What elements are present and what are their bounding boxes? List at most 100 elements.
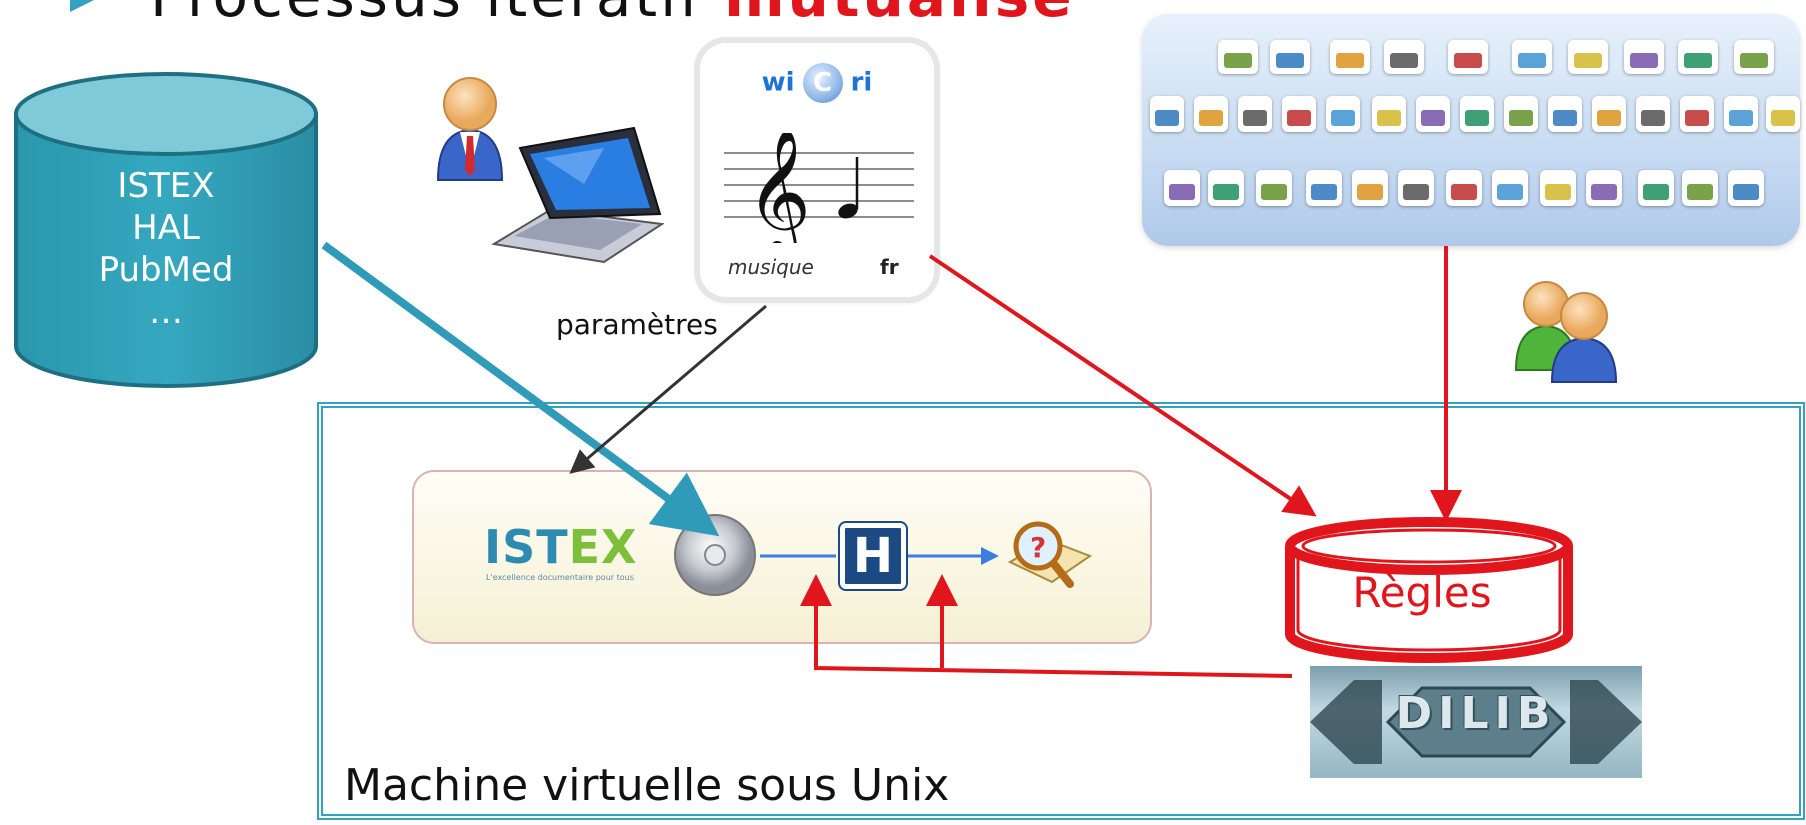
wicri-portal-tile-image — [1740, 52, 1768, 68]
hospital-h-icon: H — [840, 523, 906, 589]
wicri-portal-tile — [1734, 40, 1774, 74]
wicri-portal-tile-image — [1733, 183, 1759, 200]
wicri-portal-tile-image — [1509, 109, 1533, 126]
wicri-card-lang: fr — [880, 255, 899, 279]
wicri-portal-tile — [1306, 170, 1342, 206]
wicri-brand-right: ri — [850, 67, 873, 98]
wicri-portal-tile — [1460, 96, 1494, 132]
wicri-portal-tile-image — [1643, 183, 1669, 200]
wicri-portal-tile-image — [1276, 52, 1304, 68]
wicri-portal-tile-image — [1553, 109, 1577, 126]
wicri-portal-tile — [1548, 96, 1582, 132]
wicri-portal-tile-image — [1518, 52, 1546, 68]
wicri-portal-tile — [1270, 40, 1310, 74]
svg-text:?: ? — [1030, 531, 1046, 564]
wicri-portal-tile — [1256, 170, 1292, 206]
wicri-portal-tile-image — [1377, 109, 1401, 126]
parameters-label: paramètres — [556, 308, 718, 341]
wicri-portal-tile-image — [1421, 109, 1445, 126]
wicri-portal-tile-image — [1497, 183, 1523, 200]
virtual-machine-label: Machine virtuelle sous Unix — [344, 760, 950, 811]
wicri-portal-tile — [1150, 96, 1184, 132]
wicri-portal-tile-image — [1454, 52, 1482, 68]
wicri-portal-tile — [1282, 96, 1316, 132]
wicri-portal-tile-image — [1451, 183, 1477, 200]
wicri-portal-tile — [1678, 40, 1718, 74]
database-line-hal: HAL — [132, 208, 200, 248]
wicri-portal-tile-image — [1287, 109, 1311, 126]
dilib-label: DILIB — [1395, 688, 1557, 739]
wicri-portal-tile — [1624, 40, 1664, 74]
wicri-portal-tile — [1326, 96, 1360, 132]
wicri-portal-tile — [1638, 170, 1674, 206]
wicri-portal-tile-image — [1591, 183, 1617, 200]
wicri-portal-tile-image — [1465, 109, 1489, 126]
wicri-portal-tile — [1492, 170, 1528, 206]
wicri-portal-tile — [1568, 40, 1608, 74]
users-icon — [1512, 274, 1632, 388]
wicri-portal-tile-image — [1331, 109, 1355, 126]
wicri-portal-tile-image — [1729, 109, 1753, 126]
wicri-portal-tile — [1636, 96, 1670, 132]
istex-logo-part1: IST — [484, 520, 569, 574]
source-database: ISTEX HAL PubMed … — [10, 70, 322, 390]
user-icon — [430, 72, 510, 186]
wicri-portal-tile — [1504, 96, 1538, 132]
wicri-portal-tile — [1398, 170, 1434, 206]
wicri-portal-tile-image — [1545, 183, 1571, 200]
wicri-portal-tile — [1194, 96, 1228, 132]
istex-tagline: L'excellence documentaire pour tous — [486, 573, 634, 582]
wicri-portal-tile-image — [1199, 109, 1223, 126]
wicri-portal-tile-image — [1261, 183, 1287, 200]
wicri-portal-tile — [1586, 170, 1622, 206]
wicri-portal-tile — [1448, 40, 1488, 74]
page-title: Processus itératif mutualisé — [150, 0, 1075, 30]
wicri-portal-tile-image — [1213, 183, 1239, 200]
wicri-portal-tile-image — [1169, 183, 1195, 200]
magnifier-book-icon: ? — [1004, 510, 1096, 606]
wicri-portal-tile-image — [1224, 52, 1252, 68]
wicri-portal-tile-image — [1243, 109, 1267, 126]
cd-disc-icon — [672, 512, 758, 602]
wicri-portal-tile — [1330, 40, 1370, 74]
wicri-portal-tile — [1352, 170, 1388, 206]
wicri-portal-tile — [1416, 96, 1450, 132]
wicri-portal-tile-image — [1685, 109, 1709, 126]
wicri-portal-tile-image — [1771, 109, 1795, 126]
wicri-portal-tile — [1218, 40, 1258, 74]
wicri-portal-tile — [1728, 170, 1764, 206]
wicri-portal-tile — [1724, 96, 1758, 132]
wicri-card-name: musique — [728, 255, 814, 279]
wicri-portal-tile — [1238, 96, 1272, 132]
wicri-portal-tile — [1164, 170, 1200, 206]
database-line-pubmed: PubMed — [98, 250, 234, 290]
wicri-portal-tile-image — [1684, 52, 1712, 68]
wicri-portal-tile — [1512, 40, 1552, 74]
wicri-portal-tile-image — [1357, 183, 1383, 200]
wicri-portal-tile — [1680, 96, 1714, 132]
istex-logo: ISTEX — [484, 520, 638, 574]
wicri-portal-tile-image — [1155, 109, 1179, 126]
wicri-portal-tile — [1540, 170, 1576, 206]
wicri-portal-tile — [1592, 96, 1626, 132]
title-bullet-icon — [70, 0, 100, 12]
wicri-portal-tile-image — [1630, 52, 1658, 68]
istex-logo-part2: EX — [568, 520, 638, 574]
rules-label: Règles — [1352, 568, 1492, 617]
laptop-icon — [484, 124, 665, 268]
music-staff-icon: 𝄞 — [724, 133, 914, 243]
wicri-portal-tile-image — [1311, 183, 1337, 200]
wicri-portal-tile-image — [1336, 52, 1364, 68]
wicri-portal-tile-image — [1687, 183, 1713, 200]
wicri-portal-tile-image — [1641, 109, 1665, 126]
rules-database — [1284, 516, 1574, 668]
database-line-more: … — [149, 292, 183, 332]
wicri-portal-tile — [1766, 96, 1800, 132]
wicri-portal-tile-image — [1574, 52, 1602, 68]
database-line-istex: ISTEX — [117, 166, 215, 206]
wicri-portal-tile — [1208, 170, 1244, 206]
wicri-portal-tile-image — [1597, 109, 1621, 126]
svg-text:𝄞: 𝄞 — [746, 133, 811, 243]
